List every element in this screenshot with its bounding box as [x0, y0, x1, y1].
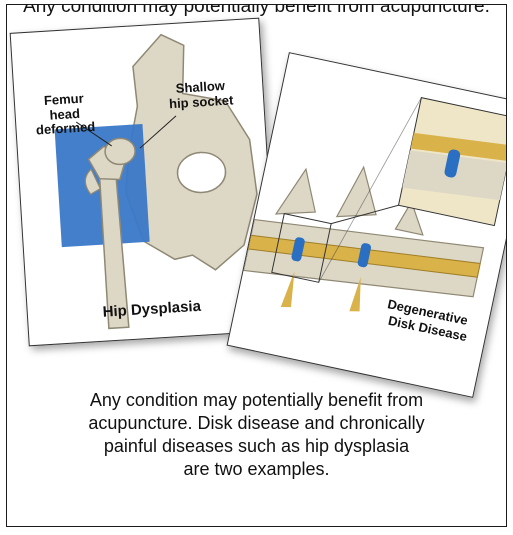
- caption-line2: acupuncture. Disk disease and chronicall…: [7, 412, 506, 435]
- spine-illustration: [228, 53, 507, 396]
- caption: Any condition may potentially benefit fr…: [7, 389, 506, 481]
- vertebra-process-1: [276, 165, 324, 222]
- caption-line3: painful diseases such as hip dysplasia: [7, 435, 506, 458]
- disk-disease-card: Degenerative Disk Disease: [227, 52, 507, 398]
- caption-line1: Any condition may potentially benefit fr…: [7, 389, 506, 412]
- figure-frame: Any condition may potentially benefit fr…: [6, 4, 507, 527]
- cropped-top-text: Any condition may potentially benefit fr…: [7, 4, 506, 18]
- femur-label: Femur head deformed: [28, 91, 101, 139]
- socket-label: Shallow hip socket: [152, 77, 250, 112]
- caption-line4: are two examples.: [7, 458, 506, 481]
